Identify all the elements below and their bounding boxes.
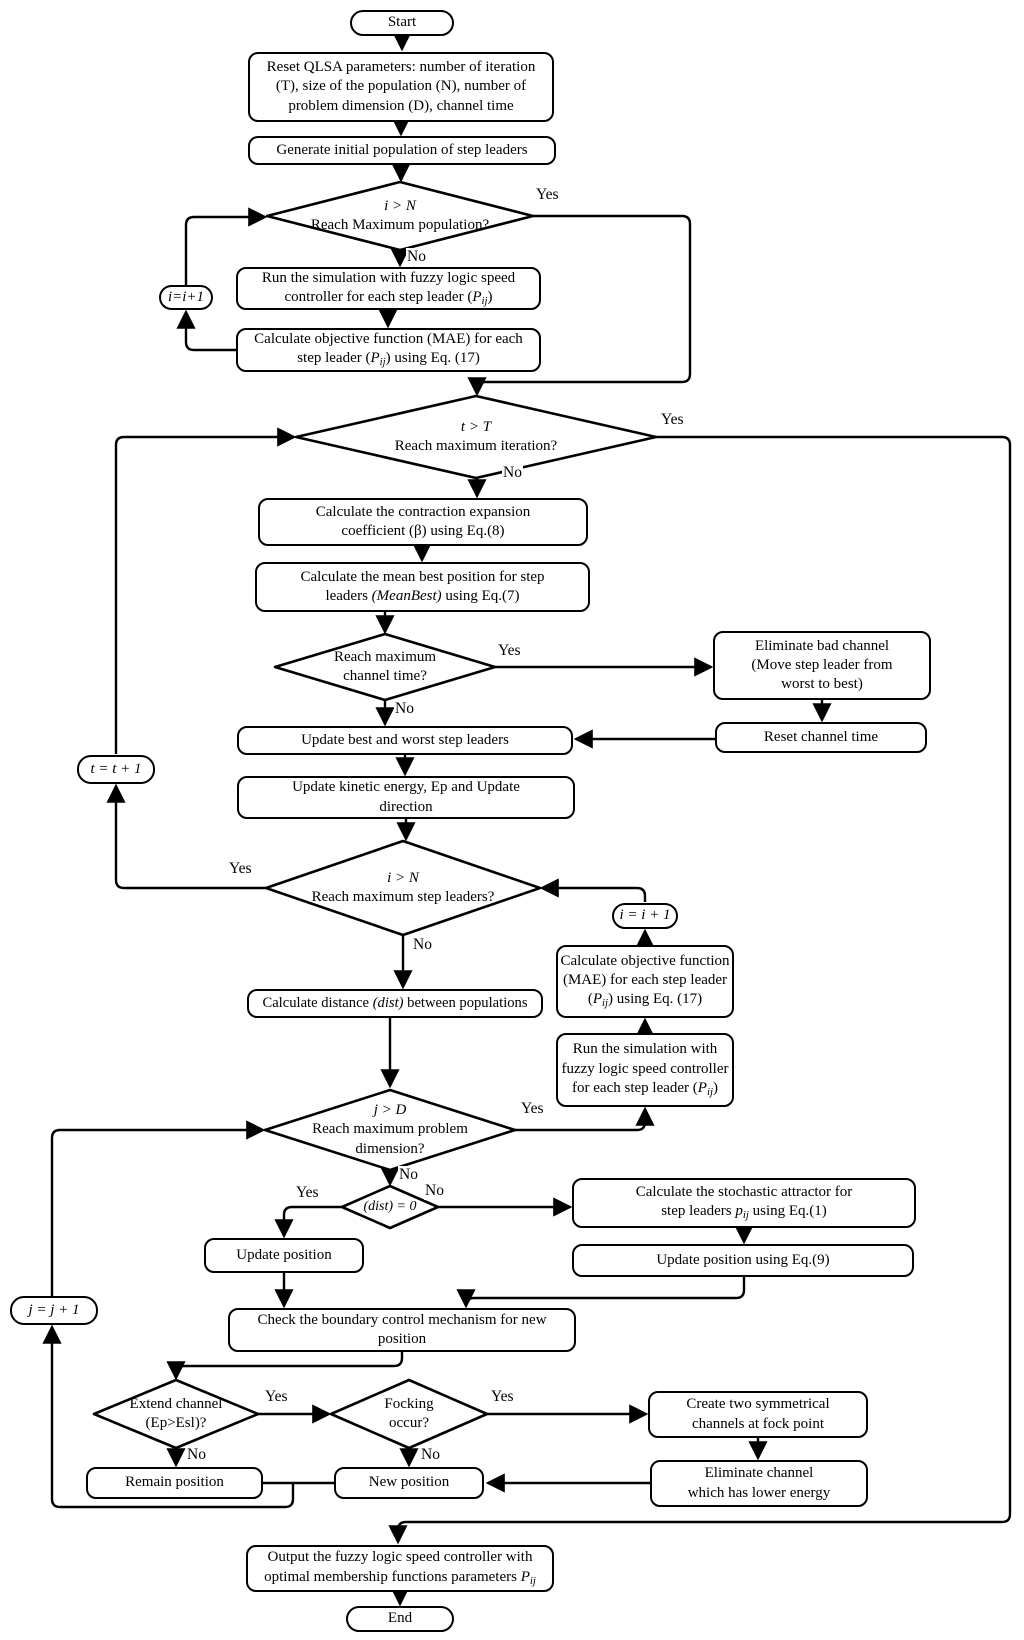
edge-jplus1-d5 (50, 1120, 266, 1296)
node-j-plus-1: j = j + 1 (10, 1296, 98, 1325)
node-output: Output the fuzzy logic speed controller … (246, 1545, 554, 1592)
node-reset-channel-time: Reset channel time (715, 722, 927, 753)
node-new-position: New position (334, 1467, 484, 1499)
decision-channel-time-shape (273, 632, 497, 702)
node-remain-position: Remain position (86, 1467, 263, 1499)
edge-label-d2-yes: Yes (660, 411, 685, 429)
edge-label-d3-yes: Yes (497, 642, 522, 660)
edge-tplus1-d2 (114, 427, 297, 754)
node-generate-population: Generate initial population of step lead… (248, 136, 556, 165)
decision-extend-channel-shape (92, 1378, 260, 1450)
edge-d2-yes-output (388, 435, 1012, 1545)
node-check-boundary: Check the boundary control mechanism for… (228, 1308, 576, 1352)
node-eliminate-bad-channel: Eliminate bad channel(Move step leader f… (713, 631, 931, 700)
node-update-best-worst: Update best and worst step leaders (237, 726, 573, 755)
edge-d1-yes-d2 (467, 214, 692, 397)
decision-max-step-leaders-shape (264, 839, 542, 937)
edge-label-d1-yes: Yes (535, 186, 560, 204)
edge-label-d7-yes: Yes (264, 1388, 289, 1406)
node-i-plus-1-right: i = i + 1 (612, 903, 678, 929)
decision-extend-channel: Extend channel(Ep>Esl)? (129, 1395, 223, 1431)
node-calc-distance: Calculate distance (dist) between popula… (247, 989, 543, 1018)
edge-label-d4-yes: Yes (228, 860, 253, 878)
edge-calc1-iplus1 (176, 309, 237, 352)
decision-dist-zero: (dist) = 0 (363, 1199, 417, 1215)
decision-max-dimension-shape (263, 1088, 517, 1172)
edge-label-d7-no: No (186, 1446, 207, 1464)
edge-label-d3-no: No (394, 700, 415, 718)
decision-max-iteration-shape (294, 394, 658, 480)
node-run-simulation-1: Run the simulation with fuzzy logic spee… (236, 267, 541, 310)
edge-iplus1-d1 (184, 207, 268, 285)
node-i-plus-1-left: i=i+1 (159, 285, 213, 310)
edge-label-d4-no: No (412, 936, 433, 954)
edge-iplus1right-d4 (539, 878, 647, 902)
edge-updatepos2-boundary (456, 1276, 746, 1309)
node-update-position-2: Update position using Eq.(9) (572, 1244, 914, 1277)
node-reset-params: Reset QLSA parameters: number of iterati… (248, 52, 554, 122)
edge-label-d5-no: No (398, 1166, 419, 1184)
node-calc-objective-2: Calculate objective function(MAE) for ea… (556, 945, 734, 1018)
edge-d4-yes-tplus1 (106, 783, 267, 890)
edge-label-d8-no: No (420, 1446, 441, 1464)
edge-boundary-d7 (166, 1351, 404, 1381)
edge-d6-yes-updatepos1 (274, 1205, 343, 1239)
decision-dist-zero-shape (340, 1184, 440, 1230)
node-t-plus-1: t = t + 1 (77, 755, 155, 784)
edge-label-d6-yes: Yes (295, 1184, 320, 1202)
edge-label-d5-yes: Yes (520, 1100, 545, 1118)
edge-d5-yes-run2 (514, 1106, 655, 1132)
node-calc-objective-1: Calculate objective function (MAE) for e… (236, 328, 541, 372)
edge-label-d1-no: No (406, 248, 427, 266)
edge-label-d8-yes: Yes (490, 1388, 515, 1406)
edge-label-d2-no: No (502, 464, 523, 482)
node-mean-best: Calculate the mean best position for ste… (255, 562, 590, 612)
node-start: Start (350, 10, 454, 36)
edge-loop-jplus1 (42, 1324, 295, 1509)
decision-max-population-shape (265, 180, 535, 252)
edge-label-d6-no: No (424, 1182, 445, 1200)
node-end: End (346, 1606, 454, 1632)
decision-focking-shape (329, 1378, 489, 1450)
node-update-position-1: Update position (204, 1238, 364, 1273)
